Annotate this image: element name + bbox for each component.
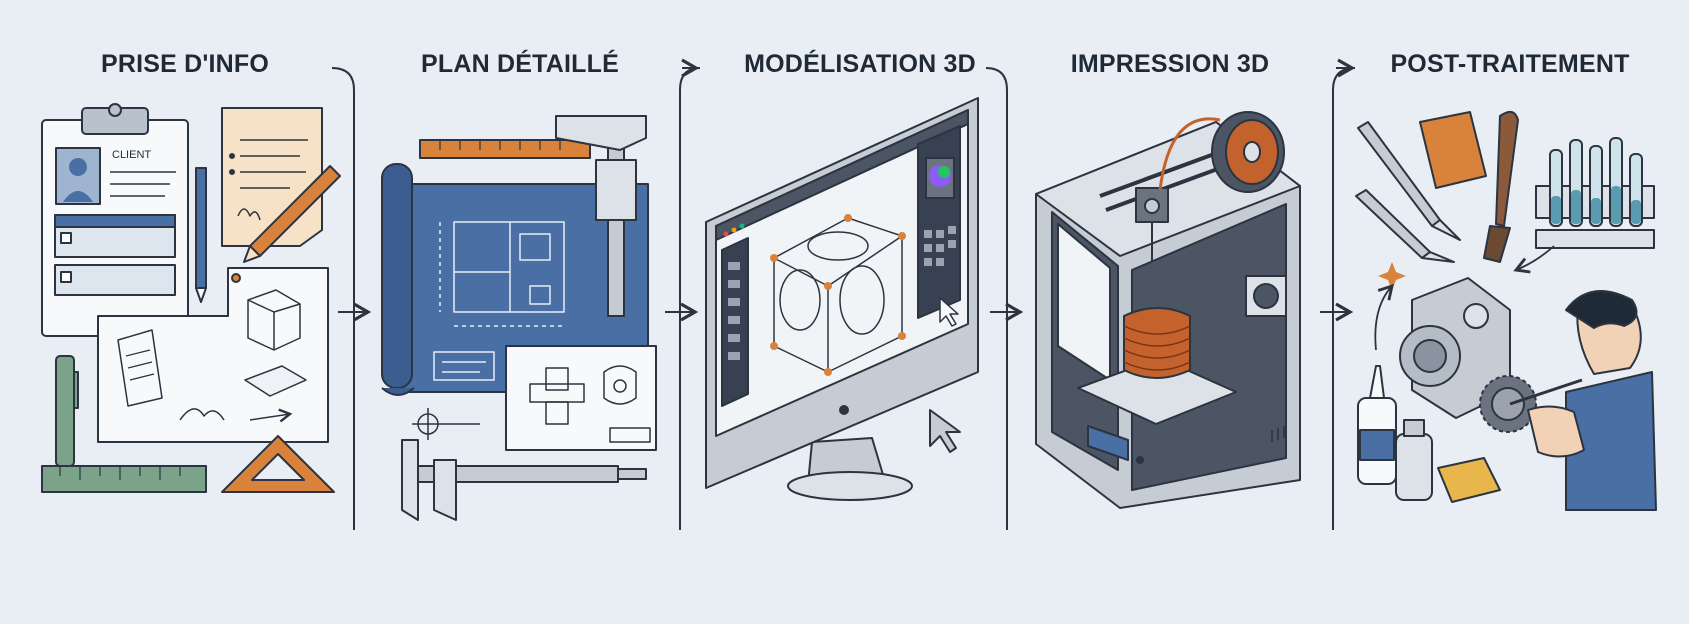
step-title-prise-info: PRISE D'INFO: [100, 50, 270, 78]
finishing-tools-icon: [1355, 110, 1657, 511]
flow-connector-3: [985, 67, 1024, 530]
step-title-modelisation-3d: MODÉLISATION 3D: [744, 50, 976, 78]
3d-printer-icon: [1035, 111, 1301, 509]
flow-connector-4: [1320, 58, 1356, 530]
step-title-plan-detaille: PLAN DÉTAILLÉ: [421, 50, 619, 78]
clipboard-sketch-icon: [41, 103, 341, 493]
flow-connector-2: [665, 58, 701, 530]
clipboard-client-label: CLIENT: [112, 149, 151, 161]
computer-monitor-icon: [705, 97, 979, 501]
step-title-impression-3d: IMPRESSION 3D: [1070, 50, 1270, 78]
blueprint-caliper-icon: [381, 115, 657, 521]
step-title-post-traitement: POST-TRAITEMENT: [1390, 50, 1630, 78]
flow-connector-1: [331, 67, 372, 530]
